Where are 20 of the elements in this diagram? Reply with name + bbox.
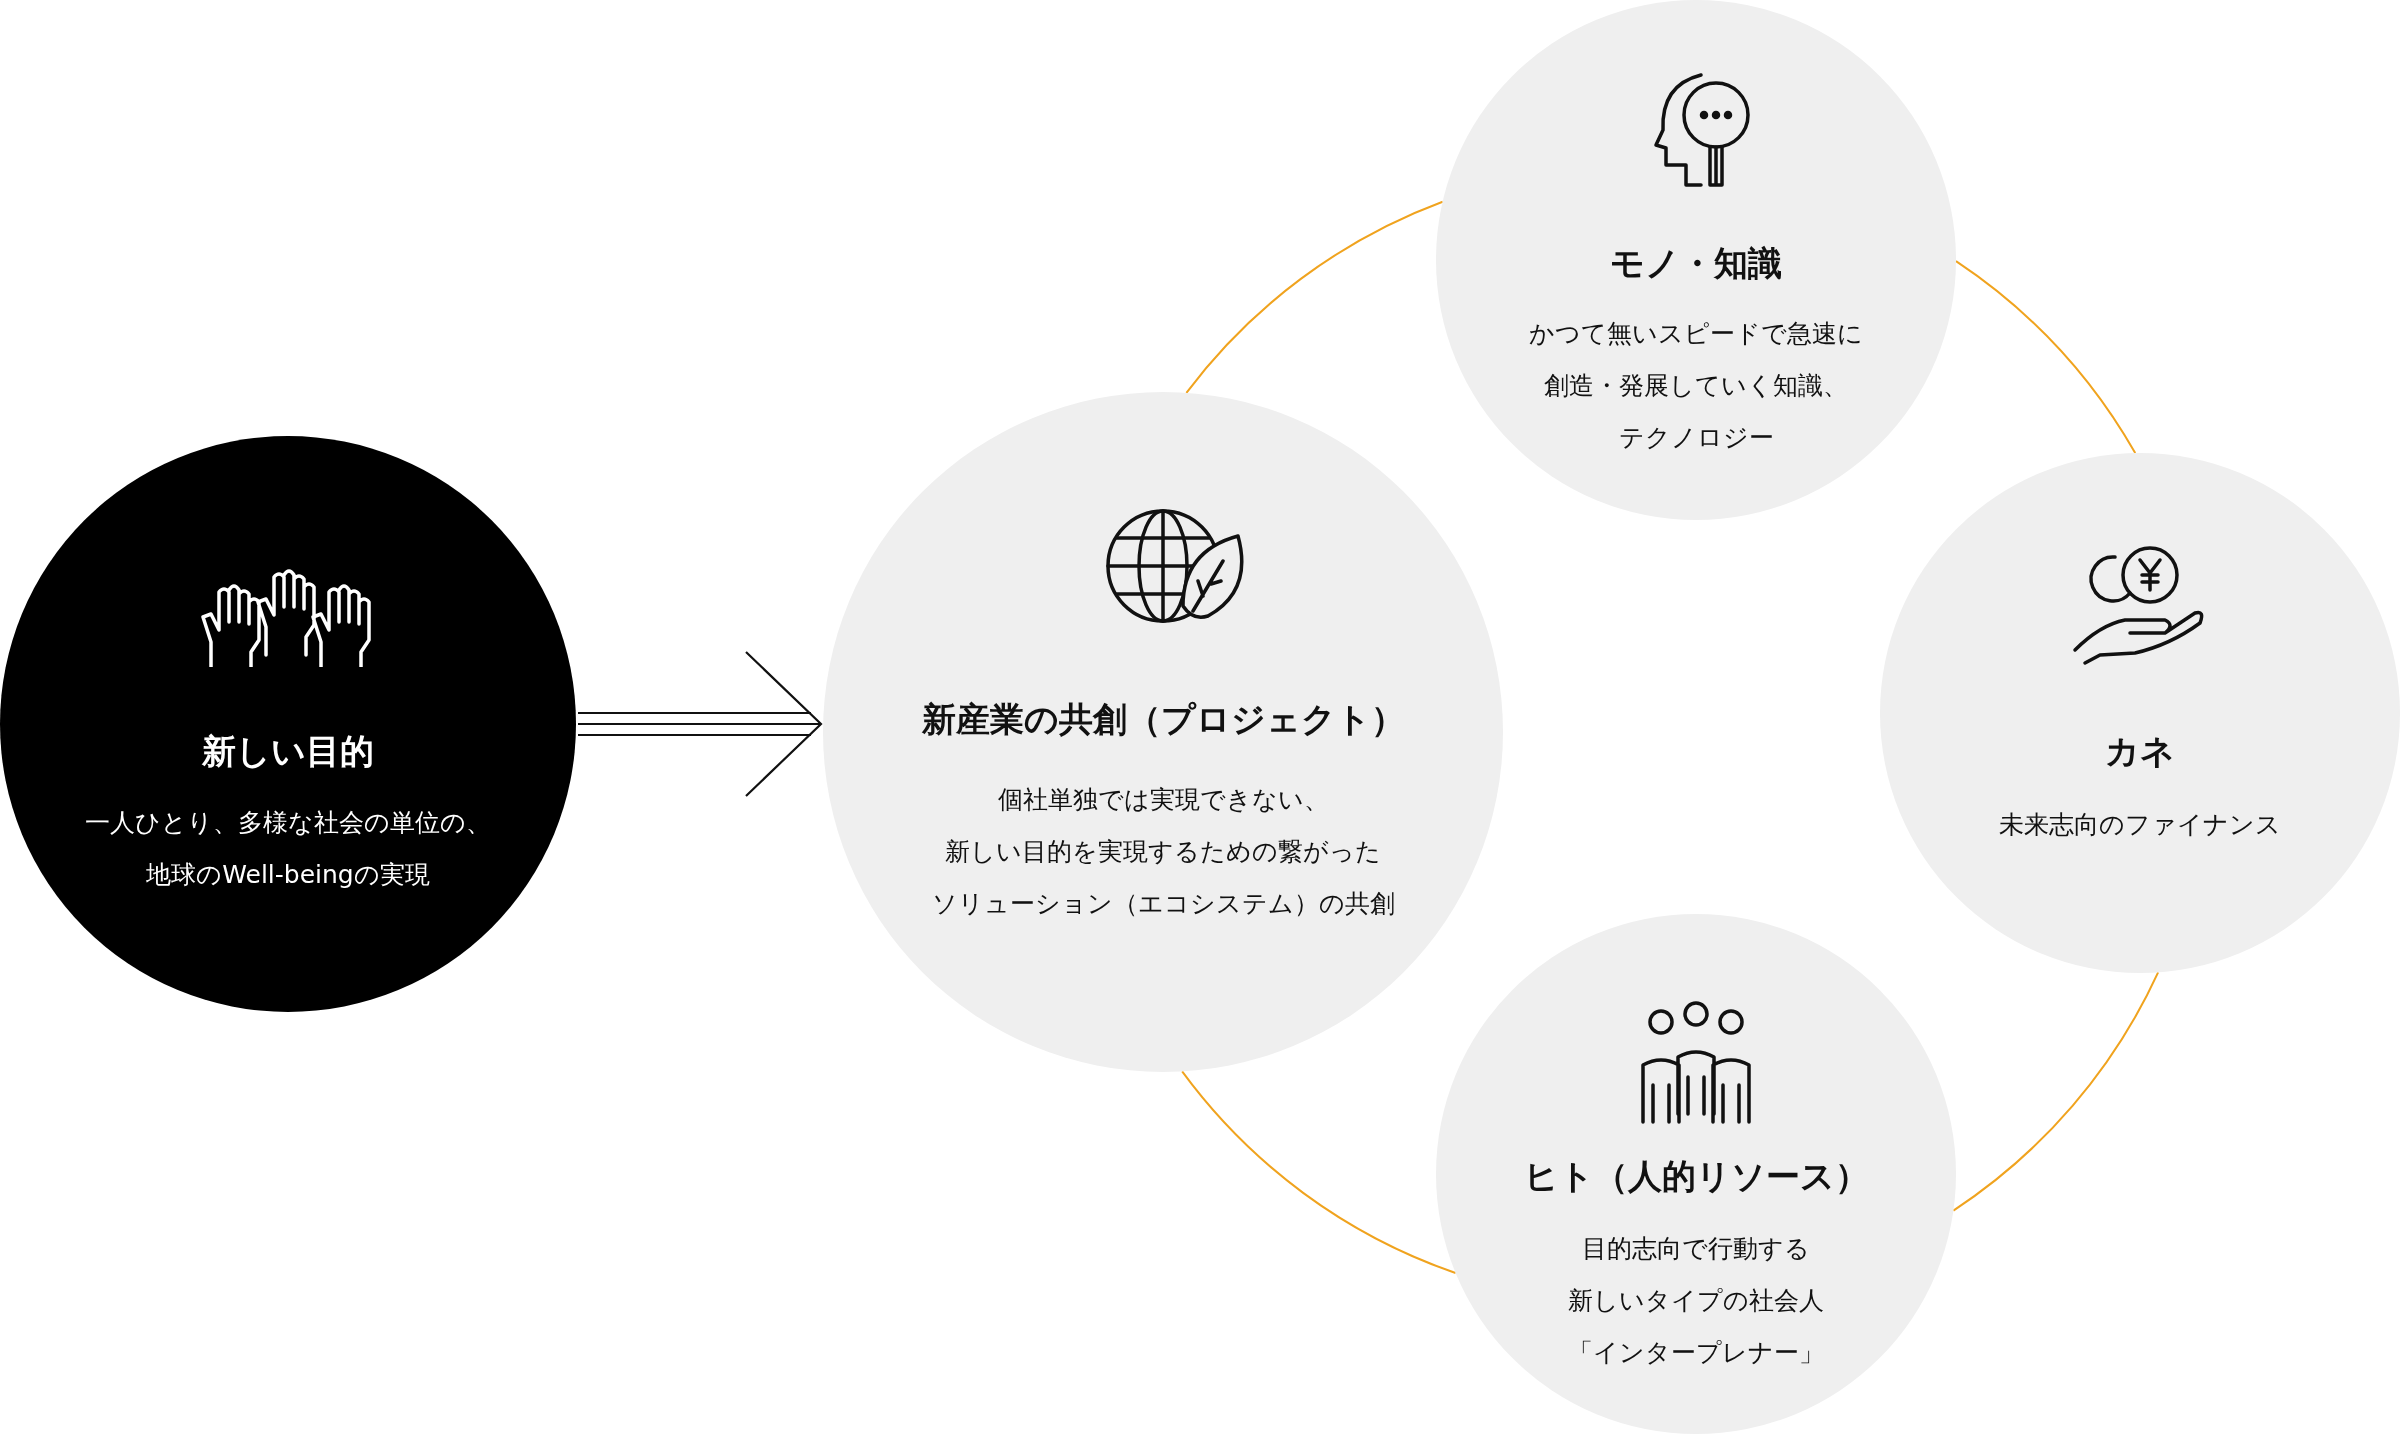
- node-title: ヒト（人的リソース）: [1522, 1155, 1870, 1198]
- node-description: 一人ひとり、多様な社会の単位の、地球のWell-beingの実現: [84, 807, 492, 891]
- node-title: カネ: [2104, 730, 2176, 773]
- node-description: 個社単独では実現できない、新しい目的を実現するための繋がったソリューション（エコシステム）の共創: [930, 784, 1396, 920]
- node-title: 新産業の共創（プロジェクト）: [920, 698, 1406, 741]
- node-description: かつて無いスピードで急速に創造・発展していく知識、テクノロジー: [1528, 318, 1864, 454]
- connector-arc: [1955, 260, 2137, 455]
- circle-node: [1436, 914, 1956, 1434]
- triple-line-arrow: [576, 650, 823, 798]
- connector-arc: [1952, 971, 2160, 1212]
- connector-arc: [1185, 200, 1444, 394]
- circle-node: [1880, 453, 2400, 973]
- circle-node: [0, 436, 576, 1012]
- node-description: 未来志向のファイナンス: [1998, 809, 2282, 841]
- node-title: モノ・知識: [1609, 242, 1783, 285]
- node-title: 新しい目的: [201, 730, 375, 773]
- circle-node: [823, 392, 1503, 1072]
- connector-arc: [1181, 1070, 1457, 1274]
- circle-node: [1436, 0, 1956, 520]
- node-description: 目的志向で行動する新しいタイプの社会人「インタープレナー」: [1567, 1233, 1825, 1369]
